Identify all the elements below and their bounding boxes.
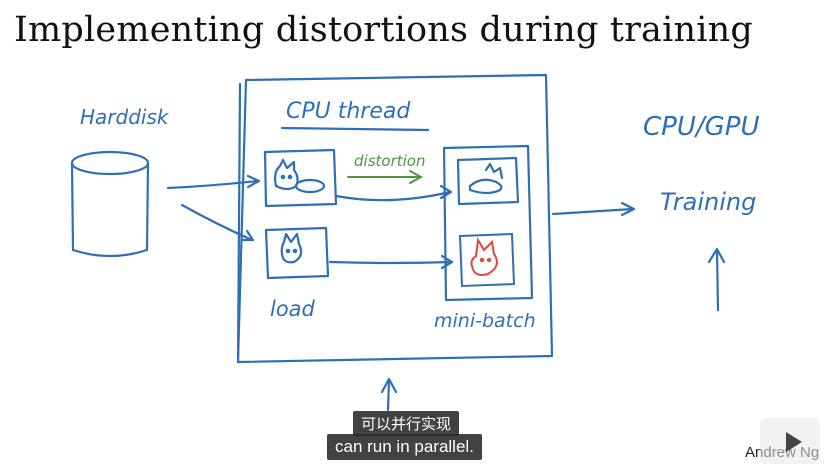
minibatch-frame (442, 144, 534, 302)
arrow-bottom-to-minibatch (328, 260, 454, 265)
cat-image-top-icon (263, 148, 338, 208)
harddisk-label: Harddisk (80, 105, 170, 129)
training-label: Training (660, 188, 756, 216)
minibatch-cat-top-icon (456, 156, 520, 206)
distortion-arrow (347, 170, 424, 184)
load-label: load (270, 297, 316, 321)
slide-title: Implementing distortions during training (14, 10, 753, 50)
distortion-label: distortion (354, 152, 425, 170)
arrow-up-bottom (386, 378, 391, 412)
harddisk-icon (70, 150, 150, 258)
arrow-up-training (715, 248, 720, 312)
cpu-gpu-label: CPU/GPU (643, 112, 759, 142)
subtitle-english: can run in parallel. (327, 434, 482, 460)
play-icon[interactable] (786, 432, 802, 452)
subtitle-chinese: 可以并行实现 (353, 411, 460, 436)
cpu-thread-box (236, 73, 554, 364)
minibatch-cat-red-icon (458, 232, 516, 288)
arrow-disk-to-bottom (180, 203, 254, 242)
arrow-cpu-to-training (551, 207, 635, 216)
arrow-top-to-minibatch (334, 190, 452, 202)
arrow-disk-to-top (166, 179, 260, 190)
cat-image-bottom-icon (264, 226, 330, 280)
cpu-thread-underline (280, 126, 430, 132)
minibatch-label: mini-batch (434, 310, 536, 332)
cpu-thread-label: CPU thread (286, 99, 411, 124)
